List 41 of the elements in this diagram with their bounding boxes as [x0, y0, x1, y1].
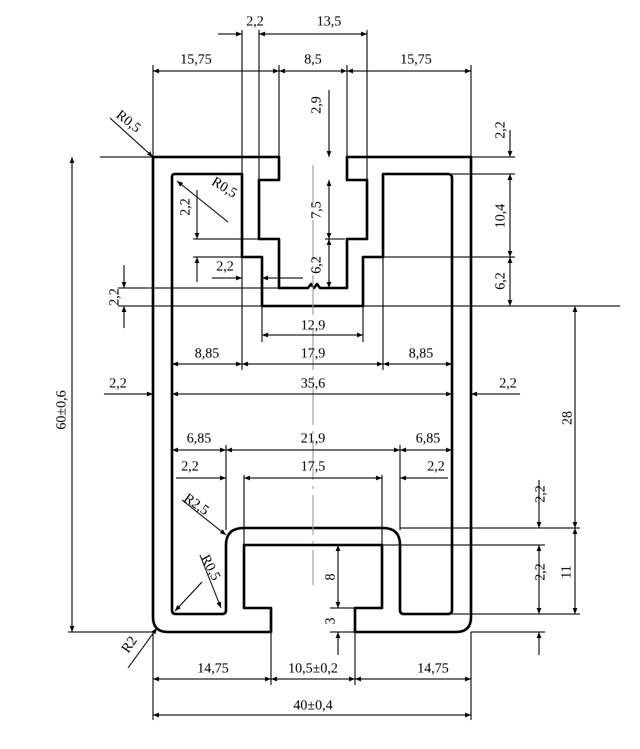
dimension-label: 8,5	[304, 52, 322, 68]
dimension-label: 13,5	[316, 14, 342, 30]
dimension-label: 14,75	[197, 662, 229, 676]
dimension-label: 28	[560, 411, 576, 425]
dimension-label: R0,5	[197, 552, 223, 584]
dimension-label: 17,9	[300, 346, 326, 362]
dimension-label: 2,2	[427, 460, 445, 474]
dimension-label: R2,5	[180, 491, 212, 519]
dimension-label: 6,85	[186, 432, 212, 446]
dimension-label: 6,2	[494, 272, 508, 290]
dimension-label: 2,2	[494, 121, 508, 139]
dimension-label: 21,9	[300, 432, 326, 446]
dimension-label: 6,85	[416, 432, 440, 446]
dimension-label: 11	[560, 565, 574, 579]
dimension-label: 2,2	[108, 288, 122, 306]
dimension-label: 12,9	[300, 318, 326, 334]
dimension-label: 2,2	[181, 460, 199, 474]
dimension-label: 8	[324, 574, 338, 580]
dimension-label: 8,85	[194, 346, 220, 362]
dimension-label: 2,2	[216, 260, 234, 274]
dimension-label: 10,4	[494, 204, 508, 228]
dimension-label: 3	[324, 618, 338, 624]
dimension-label: 2,9	[310, 96, 324, 114]
dimension-label: 15,75	[180, 52, 212, 68]
dimension-label: 14,75	[417, 662, 449, 676]
dimension-label: 2,2	[499, 376, 517, 392]
dimension-label: 6,2	[310, 256, 324, 274]
dimension-label: 60±0,6	[54, 390, 70, 430]
dimension-label: 2,2	[246, 14, 264, 30]
dimension-label: R2	[119, 634, 141, 656]
dimension-label: 2,2	[109, 376, 127, 392]
dimension-label: 35,6	[300, 376, 326, 392]
dimension-label: R0,5	[208, 174, 240, 202]
dimension-label: 17,5	[300, 460, 326, 474]
dimension-label: 2,2	[178, 198, 194, 216]
dimension-label: 40±0,4	[293, 698, 333, 714]
dimension-label: 8,85	[408, 346, 434, 362]
dimension-label: 7,5	[310, 201, 324, 219]
dimension-label: 10,5±0,2	[288, 662, 338, 676]
dimension-label: R0,5	[112, 108, 144, 136]
dimension-label: 15,75	[400, 52, 432, 68]
